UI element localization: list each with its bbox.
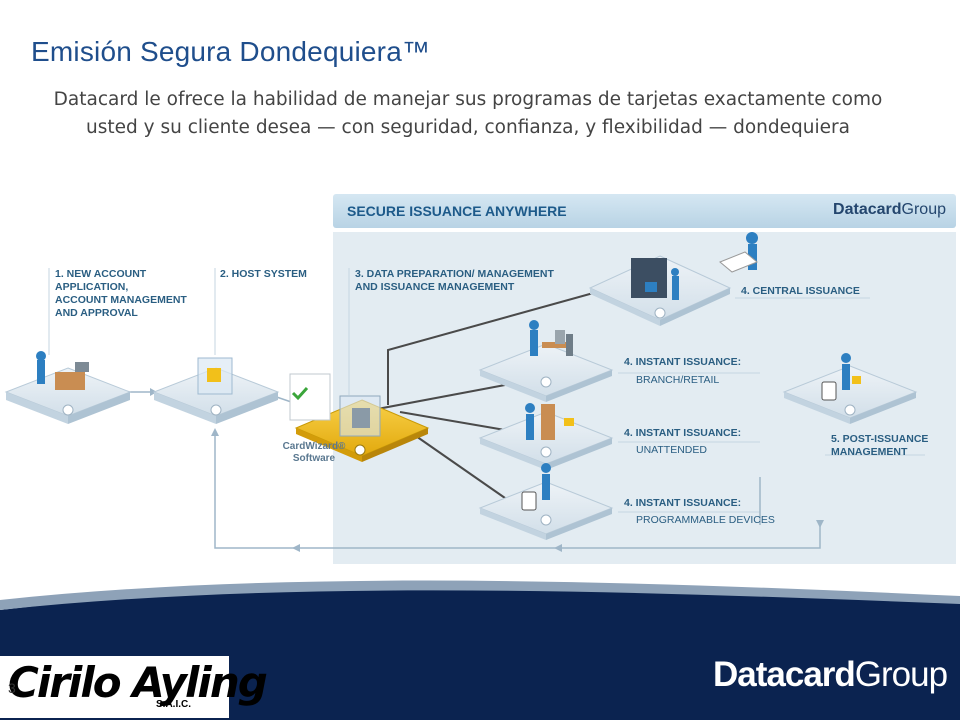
panel-brand-logo: DatacardGroup [833, 201, 946, 219]
panel-brand-datacard: Datacard [833, 201, 902, 218]
panel-brand-group: Group [901, 201, 946, 218]
footer-background [0, 580, 960, 720]
step-guide-lines [48, 268, 925, 513]
step-4-branch-label: 4. INSTANT ISSUANCE: [624, 356, 742, 368]
step-4-unattended-label: 4. INSTANT ISSUANCE: [624, 427, 742, 439]
step-4-devices-sub: PROGRAMMABLE DEVICES [636, 514, 775, 526]
footer-brand-datacard: Datacard [713, 655, 856, 694]
footer-brand-group: Group [854, 655, 948, 694]
step-2-label: 2. HOST SYSTEM [220, 268, 307, 280]
cardwizard-software-label: CardWizard® Software [282, 441, 346, 464]
panel-title: SECURE ISSUANCE ANYWHERE [347, 203, 567, 219]
cirilo-ayling-logo-saic: S.A.I.C. [156, 699, 192, 710]
cirilo-ayling-logo-text: Cirilo Ayling [8, 658, 268, 707]
step-4-unattended-sub: UNATTENDED [636, 444, 707, 456]
panel-header: SECURE ISSUANCE ANYWHERE DatacardGroup [333, 194, 956, 228]
step-5-label: 5. POST-ISSUANCE MANAGEMENT [831, 433, 929, 458]
step-4-devices-label: 4. INSTANT ISSUANCE: [624, 497, 742, 509]
platform-1 [4, 351, 132, 424]
page-number: 3 [8, 680, 16, 696]
platform-3-cardwizard [289, 373, 430, 462]
step-3-label: 3. DATA PREPARATION/ MANAGEMENT AND ISSU… [355, 268, 554, 293]
platform-4-branch [478, 320, 614, 402]
arrow-heads [150, 388, 824, 552]
datacard-group-logo: DatacardGroup [713, 655, 948, 695]
slide-title: Emisión Segura Dondequiera™ [31, 36, 431, 67]
platform-4-devices [478, 463, 614, 540]
step-4-branch-sub: BRANCH/RETAIL [636, 374, 720, 386]
slide-subtitle: Datacard le ofrece la habilidad de manej… [53, 89, 883, 138]
platform-2 [152, 357, 280, 424]
step-4-central-label: 4. CENTRAL ISSUANCE [741, 285, 860, 297]
step-1-label: 1. NEW ACCOUNT APPLICATION, ACCOUNT MANA… [55, 268, 187, 319]
cirilo-ayling-logo [0, 656, 229, 718]
platform-5 [782, 353, 918, 424]
platform-4-central [588, 232, 758, 326]
platform-4-unattended [478, 403, 614, 470]
